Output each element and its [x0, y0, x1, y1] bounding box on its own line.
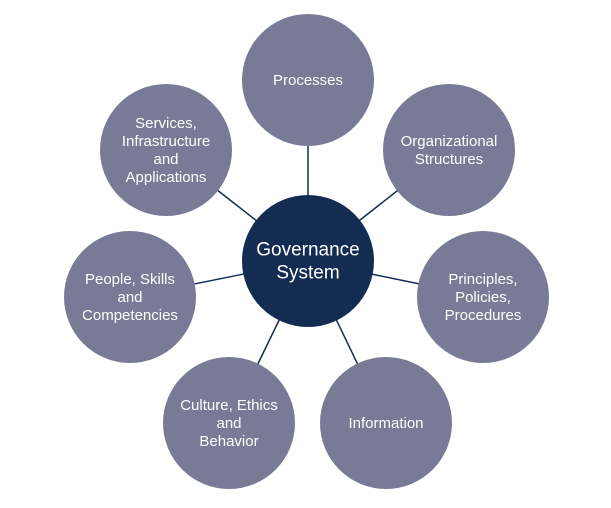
- node-label-culture-ethics-behavior: Culture, Ethics: [180, 397, 278, 414]
- node-label-culture-ethics-behavior: and: [216, 415, 241, 432]
- connector-culture-ethics-behavior: [256, 318, 281, 366]
- node-label-people-skills-competencies: Competencies: [82, 307, 178, 324]
- node-label-organizational-structures: Structures: [415, 151, 483, 168]
- node-label-services-infrastructure-applications: and: [153, 151, 178, 168]
- node-label-services-infrastructure-applications: Services,: [135, 115, 197, 132]
- node-processes: Processes: [242, 14, 374, 146]
- connectors-layer: [192, 144, 421, 366]
- connector-information: [335, 318, 359, 366]
- node-circle-organizational-structures: [383, 84, 515, 216]
- node-label-processes: Processes: [273, 72, 343, 89]
- node-label-principles-policies-procedures: Procedures: [445, 307, 522, 324]
- node-principles-policies-procedures: Principles,Policies,Procedures: [417, 231, 549, 363]
- node-circle-culture-ethics-behavior: [163, 357, 295, 489]
- connector-organizational-structures: [357, 189, 400, 222]
- connector-people-skills-competencies: [192, 272, 246, 286]
- node-label-people-skills-competencies: and: [117, 289, 142, 306]
- node-circle-services-infrastructure-applications: [100, 84, 232, 216]
- connector-principles-policies-procedures: [370, 273, 421, 285]
- center-node-label: Governance: [256, 240, 360, 261]
- node-circle-information: [320, 357, 452, 489]
- node-label-people-skills-competencies: People, Skills: [85, 271, 175, 288]
- node-label-services-infrastructure-applications: Infrastructure: [122, 133, 210, 150]
- node-circle-people-skills-competencies: [64, 231, 196, 363]
- center-node-circle: [242, 195, 374, 327]
- node-circle-processes: [242, 14, 374, 146]
- node-label-culture-ethics-behavior: Behavior: [199, 433, 258, 450]
- connector-services-infrastructure-applications: [215, 188, 259, 223]
- node-label-principles-policies-procedures: Principles,: [448, 271, 517, 288]
- nodes-layer: ProcessesOrganizationalStructuresPrincip…: [64, 14, 549, 489]
- node-circle-principles-policies-procedures: [417, 231, 549, 363]
- node-label-services-infrastructure-applications: Applications: [126, 169, 207, 186]
- center-node-label: System: [276, 263, 339, 284]
- node-label-principles-policies-procedures: Policies,: [455, 289, 511, 306]
- node-label-organizational-structures: Organizational: [401, 133, 498, 150]
- node-label-information: Information: [348, 415, 423, 432]
- node-information: Information: [320, 357, 452, 489]
